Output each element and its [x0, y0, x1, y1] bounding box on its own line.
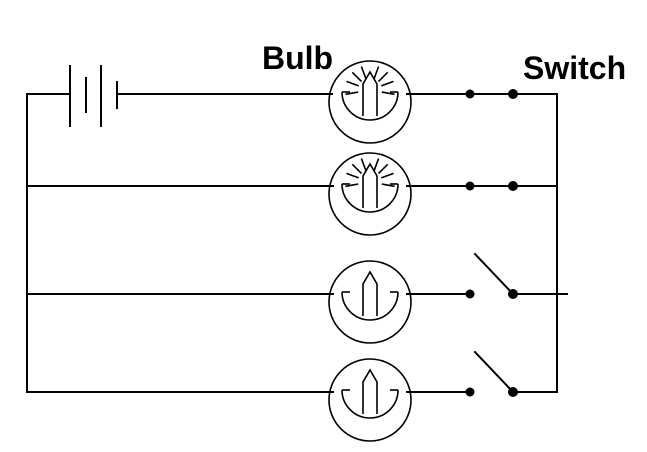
battery	[69, 65, 118, 127]
branch-row	[26, 252, 558, 344]
bulb-outer-ring	[328, 152, 412, 236]
closed-switch-icon	[465, 89, 518, 99]
bulb-inner-cup	[341, 291, 399, 321]
bulb-ray	[351, 71, 363, 83]
bulb-filament	[362, 368, 378, 414]
open-switch-icon	[465, 350, 518, 397]
switch-contact	[465, 387, 475, 397]
bulb-ray	[381, 183, 395, 188]
lit-bulb-icon	[328, 152, 412, 236]
lit-bulb-icon	[328, 60, 412, 144]
bulb-inner-cup	[341, 389, 399, 419]
bulb-outer-ring	[328, 260, 412, 344]
switch-lever	[473, 350, 515, 394]
branch-row	[26, 350, 558, 442]
branch-row	[26, 152, 558, 236]
bulb-ray	[345, 183, 359, 188]
bulb-outer-ring	[328, 358, 412, 442]
switch-label: Switch	[523, 50, 627, 86]
unlit-bulb-icon	[328, 260, 412, 344]
bulb-ray	[381, 91, 395, 96]
unlit-bulb-icon	[328, 358, 412, 442]
bulb-ray	[373, 158, 380, 171]
bulb-ray	[346, 172, 359, 179]
bulb-ray	[360, 158, 367, 171]
bulb-ray	[351, 163, 363, 175]
bulb-ray	[377, 71, 389, 83]
bulb-label: Bulb	[262, 40, 334, 76]
closed-switch-icon	[465, 181, 518, 191]
switch-lever	[473, 252, 515, 296]
bulb-outer-ring	[328, 60, 412, 144]
branches-group	[26, 60, 558, 442]
open-switch-icon	[465, 252, 518, 299]
branch-row	[328, 60, 558, 144]
switch-contact	[465, 289, 475, 299]
bulb-inner-cup	[341, 183, 399, 213]
bulb-filament	[362, 70, 378, 116]
bulb-ray	[345, 91, 359, 96]
bulb-ray	[373, 66, 380, 79]
bulb-ray	[381, 80, 394, 87]
bulb-ray	[360, 66, 367, 79]
bulb-filament	[362, 162, 378, 208]
bulb-inner-cup	[341, 91, 399, 121]
bulb-ray	[381, 172, 394, 179]
bulb-filament	[362, 270, 378, 316]
bulb-ray	[377, 163, 389, 175]
bulb-ray	[346, 80, 359, 87]
